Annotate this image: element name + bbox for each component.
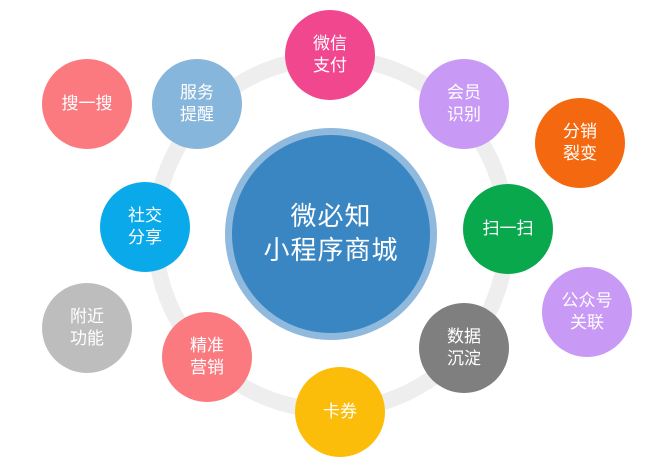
hub-title-line2: 小程序商城 <box>263 236 399 266</box>
node-scan[interactable]: 扫一扫 <box>463 184 553 274</box>
node-label-line2: 分享 <box>128 228 162 248</box>
node-label-line1: 卡券 <box>323 402 357 422</box>
node-precision-marketing[interactable]: 精准营销 <box>162 312 252 402</box>
node-data-storage[interactable]: 数据沉淀 <box>419 303 509 393</box>
node-label-line2: 识别 <box>447 105 481 125</box>
hub-circle[interactable]: 微必知 小程序商城 <box>232 135 430 333</box>
node-label-line1: 分销 <box>563 122 597 142</box>
node-service-reminder[interactable]: 服务提醒 <box>152 59 242 149</box>
node-label-line1: 扫一扫 <box>482 219 534 239</box>
node-label-line1: 微信 <box>313 34 347 54</box>
node-nearby[interactable]: 附近功能 <box>42 283 132 373</box>
node-label-line1: 精准 <box>190 336 224 356</box>
node-label-line1: 附近 <box>70 307 104 327</box>
node-label-line1: 搜一搜 <box>61 94 113 114</box>
node-label-line1: 会员 <box>447 83 481 103</box>
node-wechat-pay[interactable]: 微信支付 <box>285 10 375 100</box>
node-label-line2: 裂变 <box>563 144 597 164</box>
node-social-share[interactable]: 社交分享 <box>100 182 190 272</box>
node-label-line2: 提醒 <box>180 105 214 125</box>
hub-title-line1: 微必知 <box>290 202 372 232</box>
node-label-line1: 数据 <box>447 327 481 347</box>
node-label-line2: 功能 <box>70 329 104 349</box>
node-label-line2: 营销 <box>190 358 224 378</box>
node-coupons[interactable]: 卡券 <box>295 367 385 457</box>
node-label-line1: 服务 <box>180 83 214 103</box>
node-label-line2: 沉淀 <box>447 349 481 369</box>
node-label-line1: 社交 <box>128 206 162 226</box>
node-member-identify[interactable]: 会员识别 <box>419 59 509 149</box>
node-distribution[interactable]: 分销裂变 <box>535 98 625 188</box>
node-label-line2: 支付 <box>313 56 347 76</box>
node-label-line1: 公众号 <box>561 291 613 311</box>
node-official-account[interactable]: 公众号关联 <box>542 267 632 357</box>
node-search[interactable]: 搜一搜 <box>42 59 132 149</box>
node-label-line2: 关联 <box>570 313 604 333</box>
